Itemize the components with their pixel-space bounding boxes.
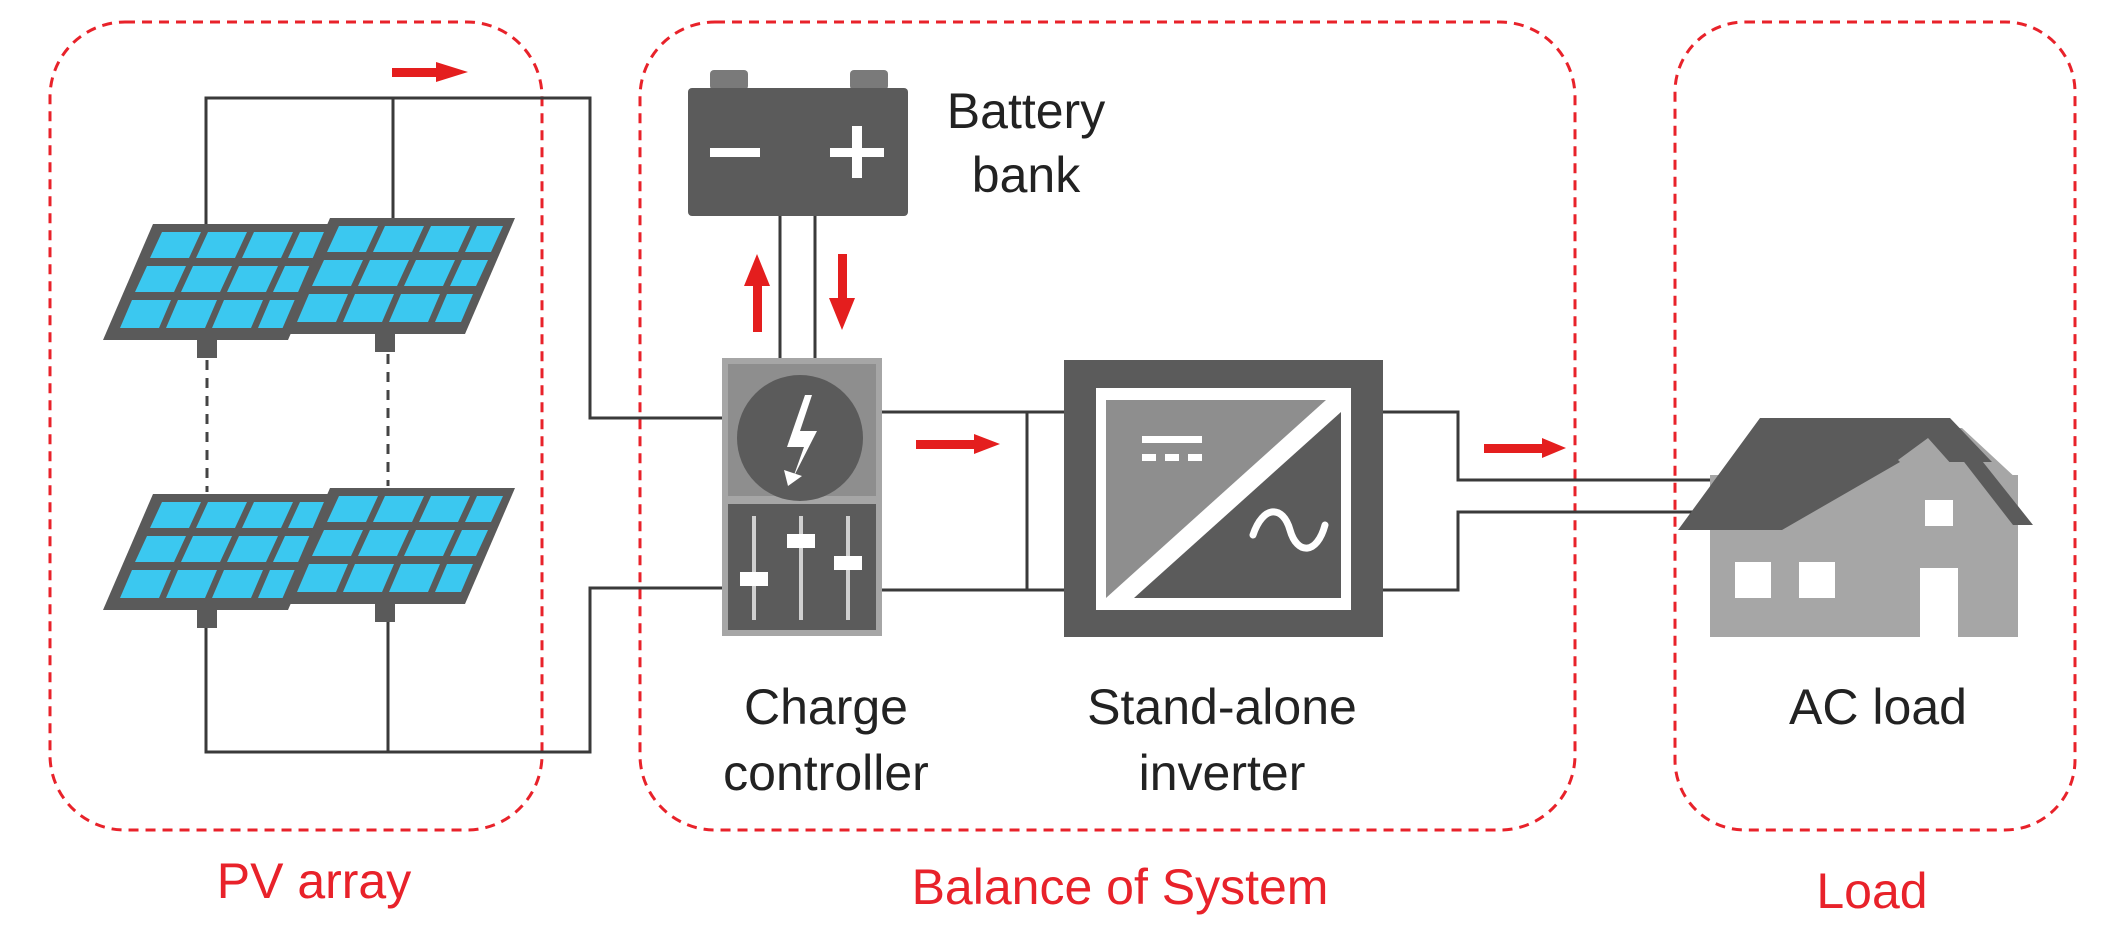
charge-controller-label-line2: controller xyxy=(723,745,929,801)
pv-array-group-label: PV array xyxy=(217,853,412,909)
battery-icon xyxy=(688,70,908,216)
house-icon xyxy=(1678,418,2033,637)
battery-label-line2: bank xyxy=(972,147,1081,203)
flow-arrow-icon xyxy=(392,62,468,82)
flow-arrow-icon xyxy=(916,434,1000,454)
solar-panel-bottom-right xyxy=(280,488,515,622)
inverter-dc-ac-icon xyxy=(1064,360,1383,637)
solar-panel-bottom-left xyxy=(103,494,338,628)
solar-panel-top-left xyxy=(103,224,338,358)
ac-load-label: AC load xyxy=(1789,679,1967,735)
charge-controller-label-line1: Charge xyxy=(744,679,908,735)
load-group-label: Load xyxy=(1816,863,1927,919)
balance-of-system-group-border xyxy=(638,20,1577,832)
solar-panel-top-right xyxy=(280,218,515,352)
flow-arrow-icon xyxy=(829,254,855,330)
balance-of-system-group-label: Balance of System xyxy=(912,859,1329,915)
battery-label-line1: Battery xyxy=(947,83,1105,139)
charge-controller xyxy=(722,358,882,636)
inverter-label-line1: Stand-alone xyxy=(1087,679,1357,735)
wiring xyxy=(204,96,1720,754)
flow-arrow-icon xyxy=(744,254,770,332)
inverter-label-line2: inverter xyxy=(1139,745,1306,801)
pv-array-group-border xyxy=(48,20,544,832)
load-group-border xyxy=(1673,20,2077,832)
flow-arrow-icon xyxy=(1484,438,1566,458)
lightning-bolt-icon xyxy=(737,375,863,501)
slider-controls-icon xyxy=(728,504,876,630)
